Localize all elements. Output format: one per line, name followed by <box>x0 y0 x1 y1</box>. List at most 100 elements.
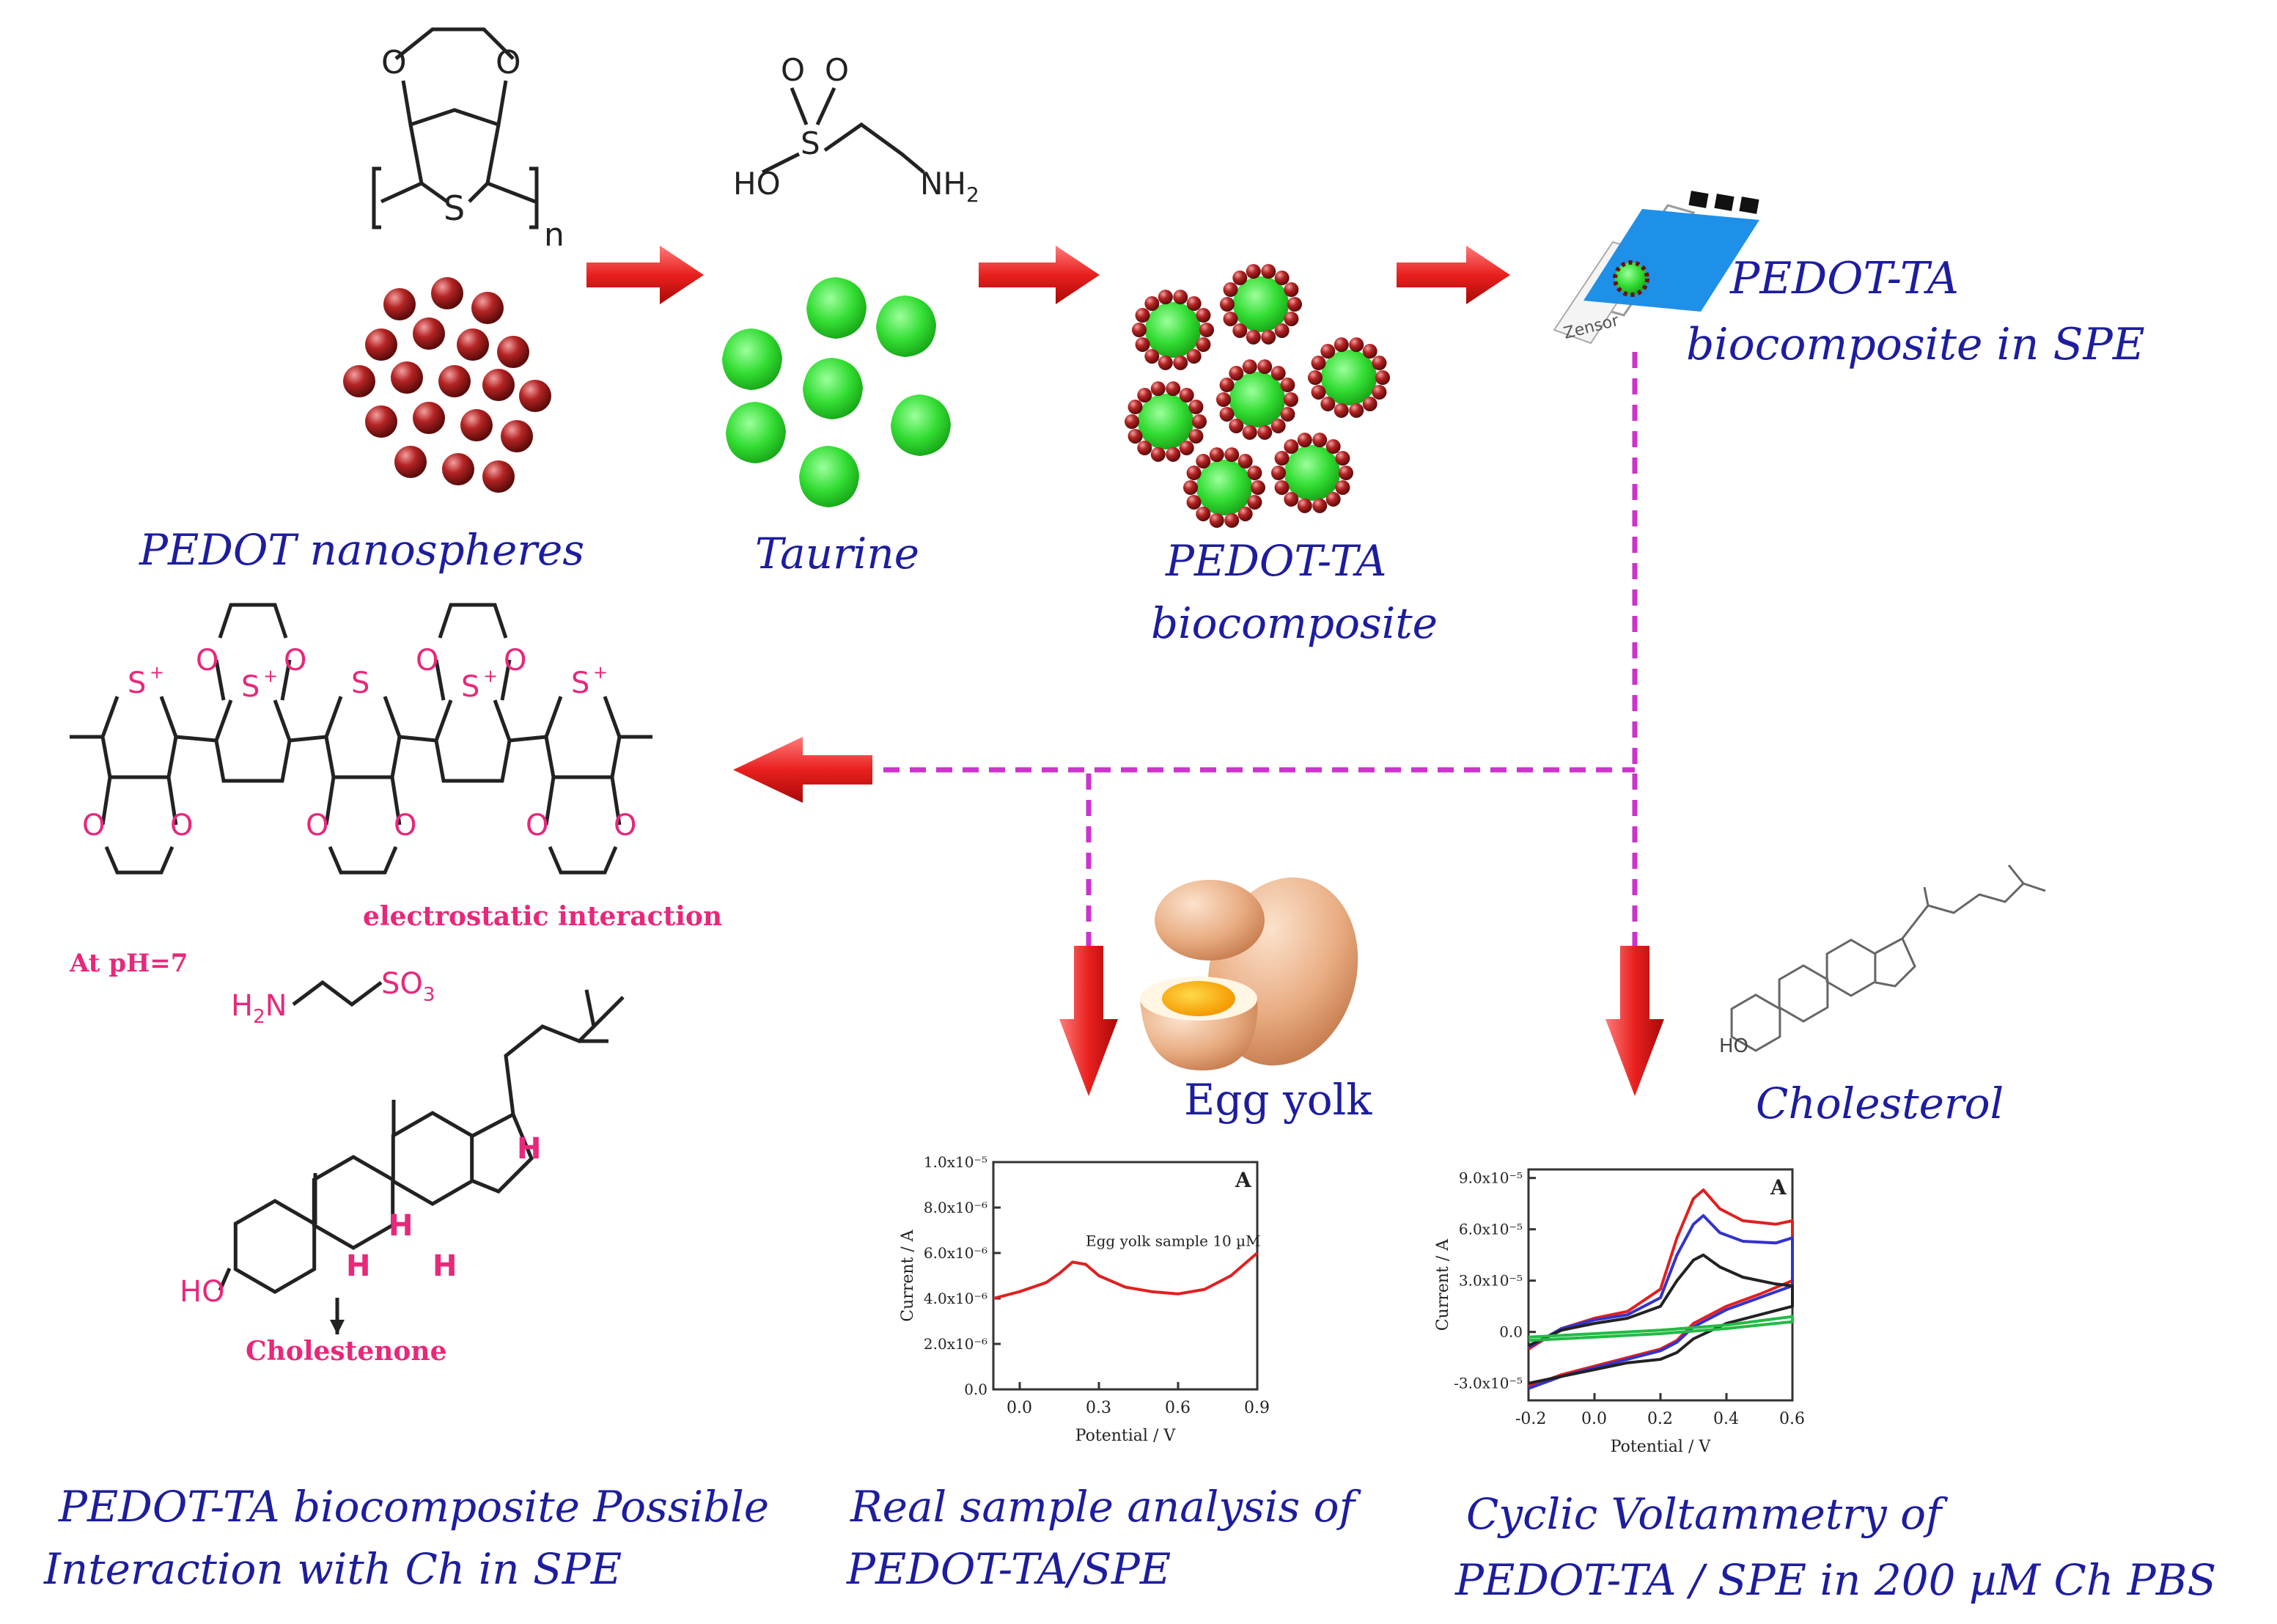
nanosphere <box>383 288 416 320</box>
nanosphere <box>365 405 397 438</box>
process-arrows-top <box>586 246 1510 304</box>
svg-text:H2N: H2N <box>231 989 287 1028</box>
label-at-ph: At pH=7 <box>69 949 188 978</box>
x-tick-label: 0.6 <box>1165 1399 1191 1417</box>
n-subscript: n <box>544 216 564 254</box>
svg-text:O: O <box>284 644 306 677</box>
pedot-ta-composite-particles <box>1125 264 1390 528</box>
nanosphere <box>471 292 504 324</box>
y-tick-label: 0.0 <box>1499 1323 1523 1341</box>
series-line-1 <box>1528 1214 1794 1390</box>
svg-text:S: S <box>351 666 369 700</box>
arrow-down-icon <box>1059 946 1118 1096</box>
svg-text:H: H <box>517 1132 541 1166</box>
nanosphere <box>482 369 515 401</box>
nanosphere <box>413 402 445 434</box>
y-tick-label: 6.0x10⁻⁵ <box>1459 1221 1523 1238</box>
nanosphere <box>413 317 445 350</box>
x-axis-label: Potential / V <box>1611 1438 1712 1456</box>
taurine-particle <box>726 402 786 463</box>
svg-text:S: S <box>128 666 146 700</box>
arrow-left-icon <box>733 737 872 803</box>
svg-text:S: S <box>801 125 820 161</box>
caption-interaction-1: PEDOT-TA biocomposite Possible <box>58 1482 769 1532</box>
series-line-0 <box>1527 1188 1794 1389</box>
nanosphere <box>442 453 474 485</box>
panel-letter: A <box>1770 1175 1787 1199</box>
pedot-nanospheres-cluster <box>343 277 551 493</box>
arrow-right-icon <box>979 246 1100 304</box>
svg-text:+: + <box>150 662 164 683</box>
y-tick-label: 2.0x10⁻⁶ <box>924 1335 987 1353</box>
nanosphere <box>431 277 463 309</box>
caption-taurine: Taurine <box>755 529 919 578</box>
x-axis-label: Potential / V <box>1075 1427 1177 1445</box>
y-tick-label: -3.0x10⁻⁵ <box>1454 1375 1523 1392</box>
caption-interaction-2: Interaction with Ch in SPE <box>43 1544 622 1594</box>
caption-cholesterol: Cholesterol <box>1756 1079 2004 1128</box>
caption-real-sample-1: Real sample analysis of <box>850 1482 1362 1532</box>
nanosphere <box>497 336 529 368</box>
svg-text:SO3: SO3 <box>381 967 435 1006</box>
composite-particle <box>1216 359 1298 440</box>
svg-text:HO: HO <box>733 166 781 202</box>
taurine-particle <box>876 295 936 357</box>
arrow-down-icon <box>1605 946 1664 1096</box>
x-tick-label: 0.6 <box>1779 1410 1805 1428</box>
label-cholestenone: Cholestenone <box>246 1336 446 1367</box>
composite-particle <box>1132 290 1214 370</box>
y-axis-label: Current / A <box>1434 1238 1452 1331</box>
panel-letter: A <box>1235 1168 1252 1192</box>
caption-spe-2: biocomposite in SPE <box>1686 319 2145 370</box>
cholesterol-structure-small: HO <box>1719 864 2046 1057</box>
svg-text:H: H <box>433 1249 457 1283</box>
svg-text:H: H <box>346 1249 370 1283</box>
x-tick-label: 0.4 <box>1713 1410 1739 1428</box>
svg-text:O: O <box>394 809 416 842</box>
dashed-connectors <box>883 352 1638 953</box>
taurine-structure: O O S HO NH2 <box>733 52 979 207</box>
svg-text:HO: HO <box>1719 1035 1748 1057</box>
composite-particle <box>1125 381 1207 462</box>
y-tick-label: 6.0x10⁻⁶ <box>924 1244 987 1262</box>
caption-spe-1: PEDOT-TA <box>1729 253 1959 304</box>
nanosphere <box>482 460 515 493</box>
y-tick-label: 4.0x10⁻⁶ <box>924 1290 987 1307</box>
svg-text:O: O <box>82 809 105 842</box>
y-axis-label: Current / A <box>899 1229 917 1321</box>
label-ho: HO <box>180 1275 225 1309</box>
nanosphere <box>460 409 493 441</box>
nanosphere <box>519 380 551 412</box>
y-tick-label: 8.0x10⁻⁶ <box>924 1199 987 1216</box>
x-tick-label: 0.0 <box>1007 1399 1032 1417</box>
nanosphere <box>343 365 375 397</box>
x-tick-label: 0.2 <box>1647 1410 1673 1428</box>
taurine-particle <box>891 394 951 456</box>
nanosphere <box>365 328 397 361</box>
label-electrostatic: electrostatic interaction <box>363 901 722 932</box>
x-tick-label: 0.9 <box>1244 1399 1270 1417</box>
svg-text:O: O <box>781 52 805 88</box>
composite-particle <box>1220 264 1302 345</box>
svg-text:+: + <box>593 662 608 683</box>
taurine-particle <box>799 446 859 507</box>
svg-text:S: S <box>461 670 479 704</box>
caption-pedot-nanospheres: PEDOT nanospheres <box>139 525 584 575</box>
sulfur-label: S <box>444 188 465 228</box>
caption-egg-yolk: Egg yolk <box>1184 1075 1372 1125</box>
spe-electrode: Zensor <box>1553 191 1759 345</box>
x-tick-label: 0.0 <box>1581 1410 1607 1428</box>
caption-pedot-ta-2: biocomposite <box>1151 598 1438 648</box>
plot-annotation: Egg yolk sample 10 µM <box>1086 1232 1261 1250</box>
plot-frame <box>992 1161 1259 1391</box>
svg-text:O: O <box>526 809 548 842</box>
series-line-0 <box>993 1252 1259 1300</box>
caption-real-sample-2: PEDOT-TA/SPE <box>846 1544 1171 1594</box>
nanosphere <box>438 365 471 397</box>
taurine-particle <box>722 328 782 390</box>
svg-text:O: O <box>825 52 849 88</box>
